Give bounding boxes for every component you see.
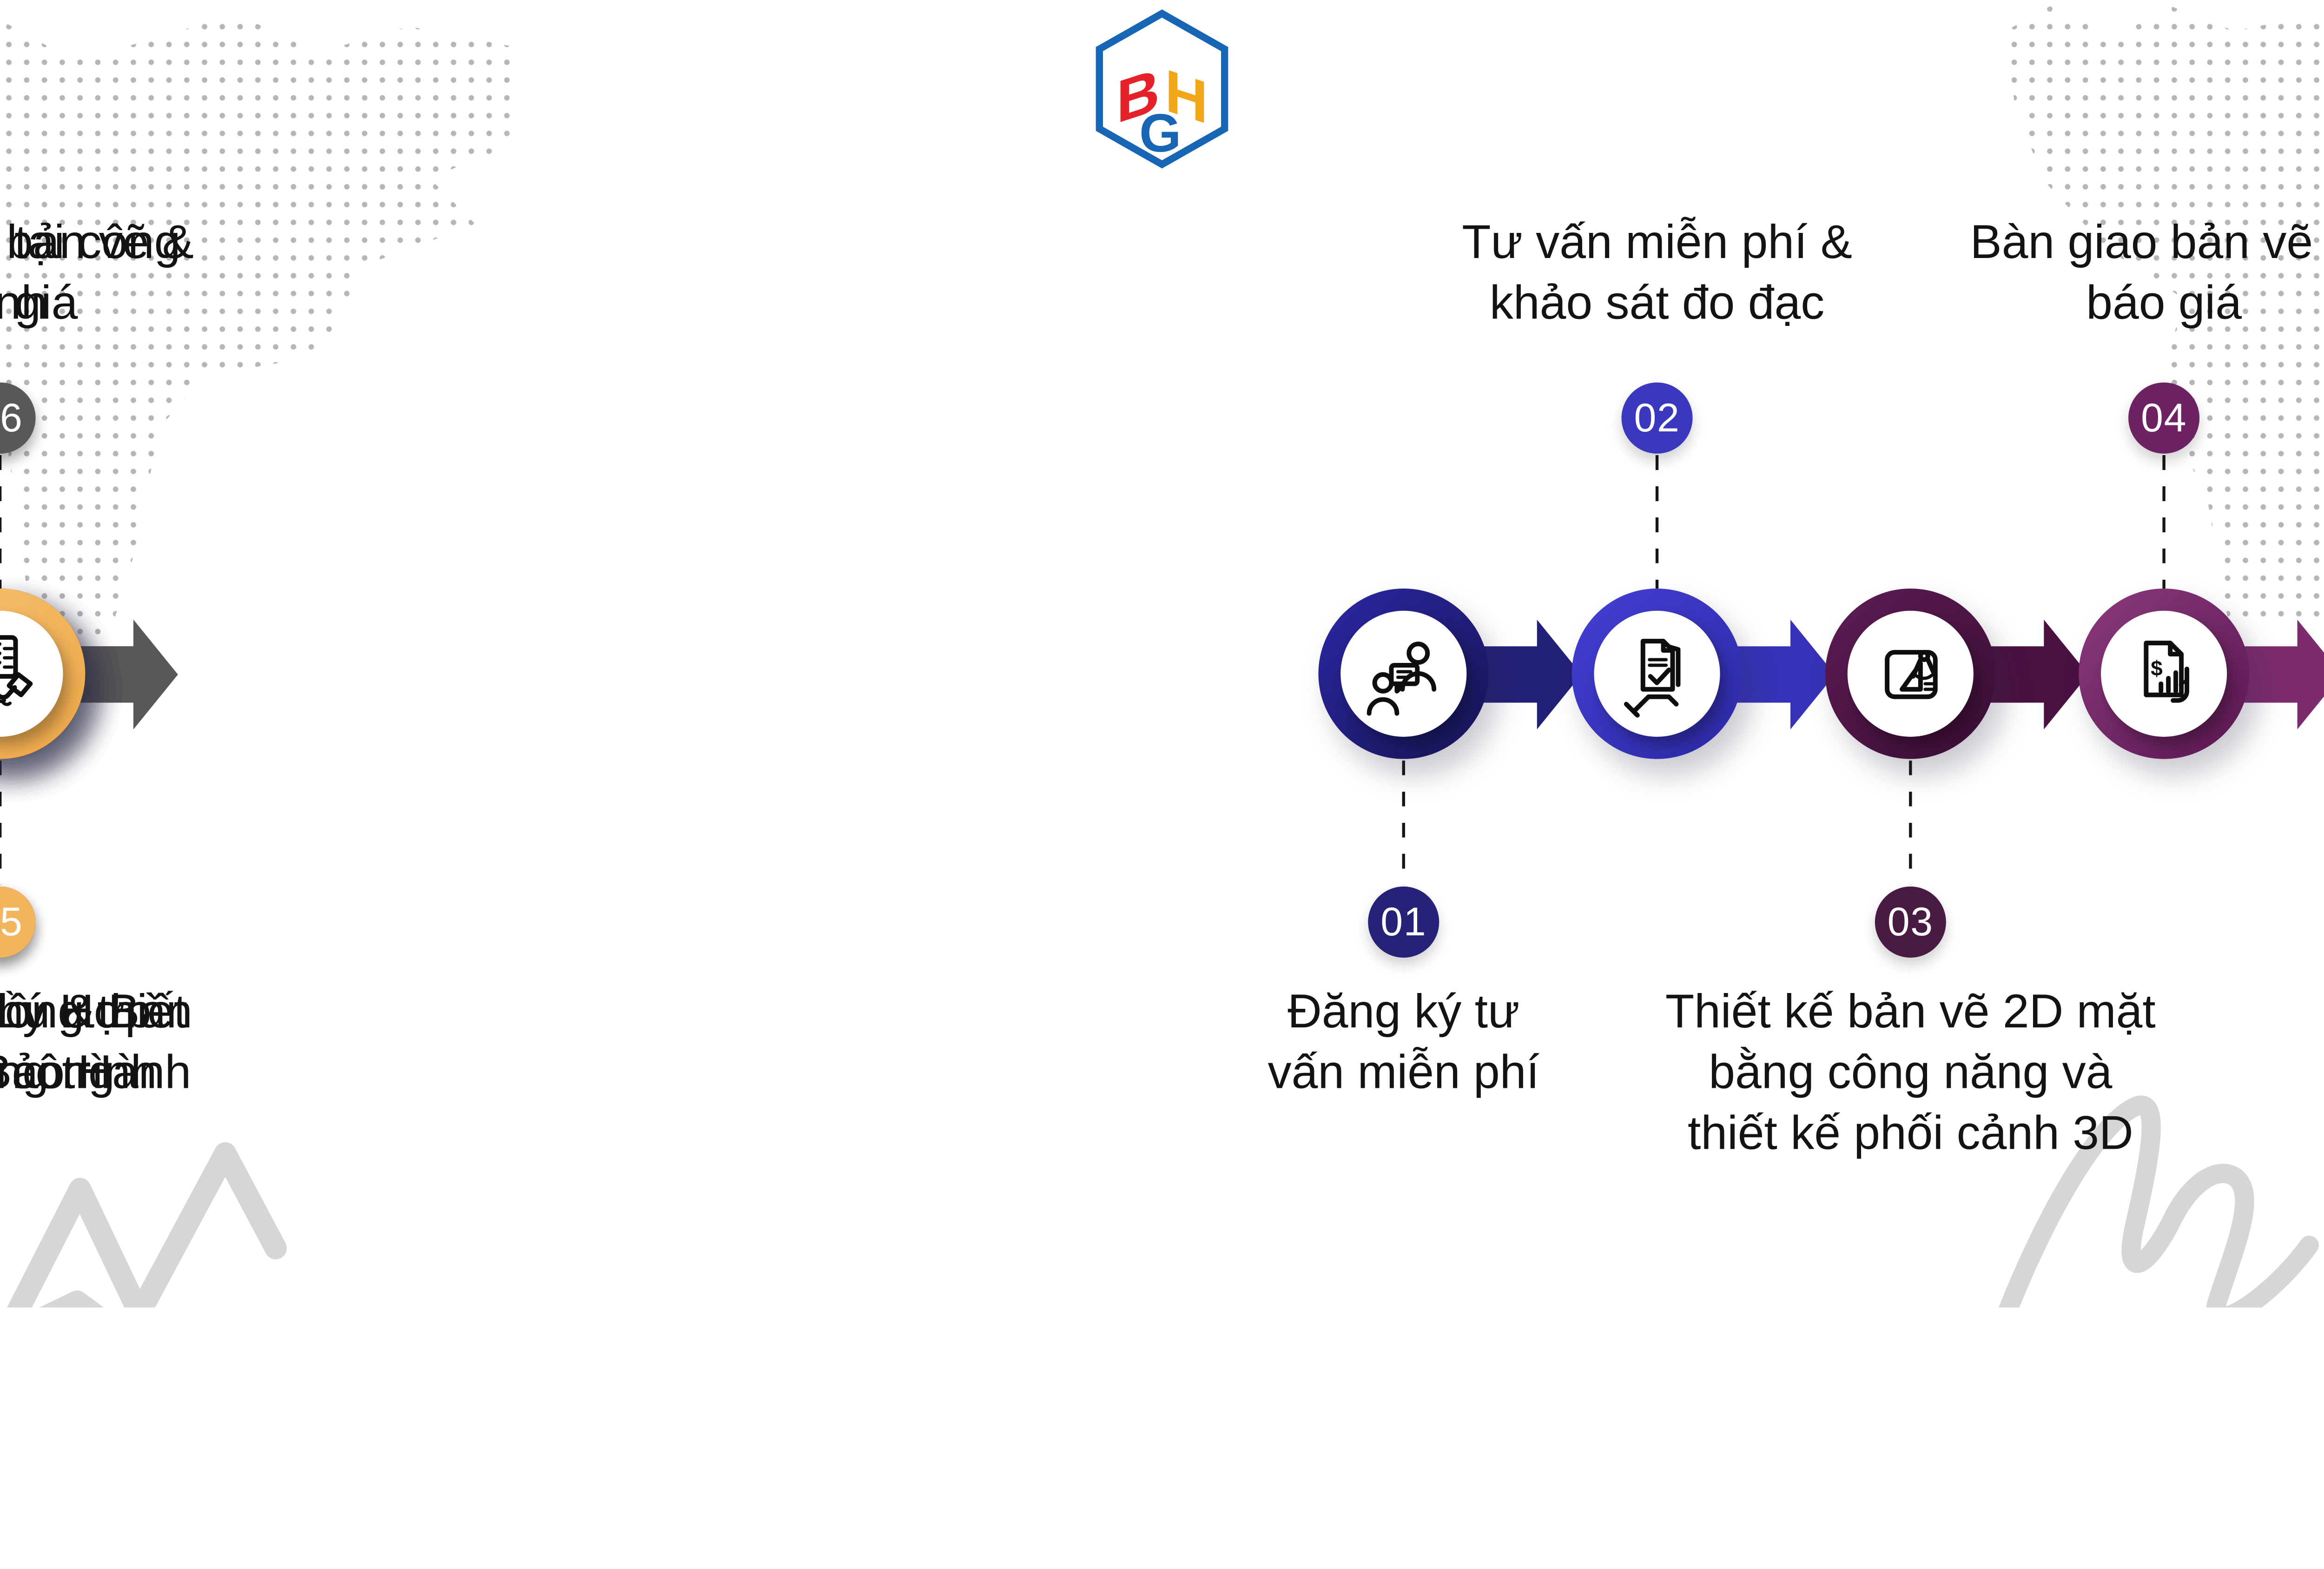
step-label: Đăng ký tư vấn miễn phí <box>1268 984 1539 1099</box>
step-label: Thanh Lý Hợp Đồng & Bảo Hành <box>0 984 191 1099</box>
step-circle: $ <box>2079 588 2249 759</box>
step-label: Thi công tại công trình <box>0 215 181 329</box>
dashed-connector <box>1402 760 1406 885</box>
consultation-people-chat-icon <box>1366 641 1436 715</box>
logo-letter-h: H <box>1165 56 1208 137</box>
step-label: Nghiệm thu & Bàn giao công trình <box>0 984 193 1099</box>
step-label: Tư vấn miễn phí & khảo sát đo đạc <box>1462 215 1852 329</box>
logo-letter-b: B <box>1116 55 1160 136</box>
arrow-right-icon <box>2223 619 2324 729</box>
price-quote-document-icon: $ <box>2143 640 2189 702</box>
logo-letter-g: G <box>1139 103 1181 163</box>
squiggle-sketch-right <box>1998 1095 2319 1308</box>
arrow-right-icon <box>1716 619 1835 729</box>
step-circle <box>1571 588 1743 759</box>
svg-text:$: $ <box>2150 655 2162 679</box>
dashed-connector <box>1655 455 1659 589</box>
step-circle <box>1825 588 1996 759</box>
step-number-badge: 05 <box>0 886 36 958</box>
arrow-right-icon <box>1463 619 1582 729</box>
dashed-connector <box>0 455 2 589</box>
dashed-connector <box>0 760 2 885</box>
step-label: Bàn giao bản vẽ & báo giá <box>1970 215 2313 329</box>
step-circle <box>1318 588 1489 759</box>
step-label: Ký hợp đồng thiết kế thi công <box>0 984 187 1099</box>
step-number-badge: 03 <box>1875 886 1946 958</box>
step-number-badge: 02 <box>1621 382 1693 454</box>
step-label: Thiết kế bản vẽ 2D mặt bằng công năng và… <box>1665 984 2156 1159</box>
process-infographic: B H G 01 Đăng ký tư vấn miễn phí 02 <box>0 6 2324 1308</box>
checklist-handshake-icon <box>0 634 32 706</box>
blueprint-drafting-tools-icon <box>1884 649 1937 699</box>
step-number-badge: 04 <box>2128 382 2200 454</box>
dashed-connector <box>2162 455 2166 589</box>
step-label: Bàn giao bản vẽ & báo giá <box>0 215 194 329</box>
survey-document-hand-icon <box>1623 638 1680 717</box>
arrow-right-icon <box>59 619 178 729</box>
arrow-right-icon <box>1969 619 2088 729</box>
dashed-connector <box>1909 760 1913 885</box>
step-number-badge: 01 <box>1368 886 1439 958</box>
squiggle-sketch-left <box>7 1142 287 1308</box>
bhg-logo: B H G <box>1096 9 1228 169</box>
